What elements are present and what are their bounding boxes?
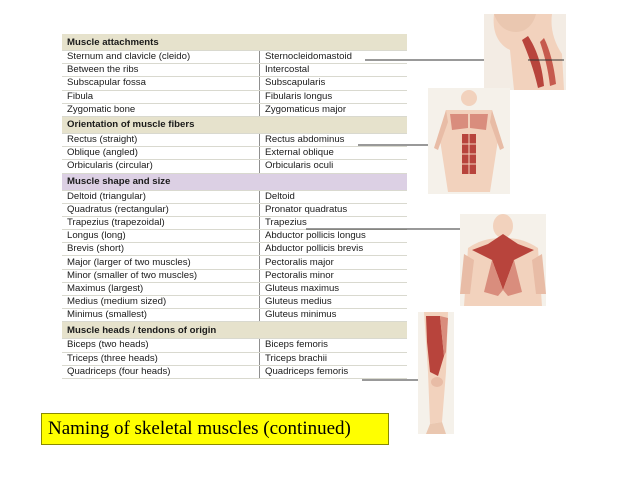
torso-illustration (428, 88, 510, 194)
muscle-example-cell: Pectoralis major (259, 255, 407, 270)
name-basis-cell: Sternum and clavicle (cleido) (62, 50, 260, 65)
table-row: Medius (medium sized)Gluteus medius (62, 295, 407, 310)
muscle-example-cell: Rectus abdominus (259, 133, 407, 148)
section-header: Muscle shape and size (62, 173, 407, 191)
name-basis-cell: Fibula (62, 90, 260, 104)
name-basis-cell: Oblique (angled) (62, 146, 260, 161)
trapezius-muscle (472, 234, 534, 290)
name-basis-cell: Subscapular fossa (62, 76, 260, 91)
muscle-example-cell: Zygomaticus major (259, 103, 407, 117)
name-basis-cell: Brevis (short) (62, 242, 260, 257)
name-basis-cell: Biceps (two heads) (62, 338, 260, 353)
table-row: Rectus (straight)Rectus abdominus (62, 133, 407, 148)
section-header: Orientation of muscle fibers (62, 116, 407, 134)
name-basis-cell: Between the ribs (62, 63, 260, 78)
muscle-example-cell: Quadriceps femoris (259, 365, 407, 379)
table-row: Minor (smaller of two muscles)Pectoralis… (62, 269, 407, 283)
table-row: Orbicularis (circular)Orbicularis oculi (62, 159, 407, 174)
name-basis-cell: Quadriceps (four heads) (62, 365, 260, 379)
name-basis-cell: Deltoid (triangular) (62, 190, 260, 204)
muscle-example-cell: Abductor pollicis longus (259, 229, 407, 244)
muscle-example-cell: Biceps femoris (259, 338, 407, 353)
section-title: Orientation of muscle fibers (62, 116, 407, 134)
muscle-example-cell: Triceps brachii (259, 352, 407, 366)
name-basis-cell: Triceps (three heads) (62, 352, 260, 366)
name-basis-cell: Maximus (largest) (62, 282, 260, 297)
quadriceps-muscle (426, 316, 444, 376)
table-row: Longus (long)Abductor pollicis longus (62, 229, 407, 244)
table-row: Major (larger of two muscles)Pectoralis … (62, 255, 407, 270)
table-row: Quadriceps (four heads)Quadriceps femori… (62, 365, 407, 379)
neck-illustration (484, 14, 566, 90)
muscle-example-cell: Gluteus maximus (259, 282, 407, 297)
name-basis-cell: Major (larger of two muscles) (62, 255, 260, 270)
section-header: Muscle attachments (62, 34, 407, 51)
section-title: Muscle heads / tendons of origin (62, 321, 407, 340)
table-row: Triceps (three heads)Triceps brachii (62, 352, 407, 366)
muscle-example-cell: Pectoralis minor (259, 269, 407, 283)
table-row: Oblique (angled)External oblique (62, 146, 407, 161)
name-basis-cell: Rectus (straight) (62, 133, 260, 148)
muscle-example-cell: Subscapularis (259, 76, 407, 91)
table-row: Quadratus (rectangular)Pronator quadratu… (62, 203, 407, 217)
muscle-example-cell: Intercostal (259, 63, 407, 78)
muscle-example-cell: Deltoid (259, 190, 407, 204)
muscle-example-cell: Gluteus minimus (259, 308, 407, 323)
section-title: Muscle attachments (62, 34, 407, 51)
table-row: Brevis (short)Abductor pollicis brevis (62, 242, 407, 257)
name-basis-cell: Trapezius (trapezoidal) (62, 216, 260, 231)
muscle-example-cell: Pronator quadratus (259, 203, 407, 217)
name-basis-cell: Zygomatic bone (62, 103, 260, 117)
section-header: Muscle heads / tendons of origin (62, 321, 407, 340)
muscle-example-cell: Abductor pollicis brevis (259, 242, 407, 257)
name-basis-cell: Longus (long) (62, 229, 260, 244)
muscle-example-cell: Fibularis longus (259, 90, 407, 104)
muscle-example-cell: Gluteus medius (259, 295, 407, 310)
muscle-example-cell: Orbicularis oculi (259, 159, 407, 174)
caption: Naming of skeletal muscles (continued) (41, 413, 389, 445)
table-row: Maximus (largest)Gluteus maximus (62, 282, 407, 297)
leg-illustration (418, 312, 454, 434)
name-basis-cell: Orbicularis (circular) (62, 159, 260, 174)
name-basis-cell: Quadratus (rectangular) (62, 203, 260, 217)
table-row: Trapezius (trapezoidal)Trapezius (62, 216, 407, 231)
muscle-example-cell: External oblique (259, 146, 407, 161)
table-row: Minimus (smallest)Gluteus minimus (62, 308, 407, 323)
table-row: Biceps (two heads)Biceps femoris (62, 338, 407, 353)
name-basis-cell: Medius (medium sized) (62, 295, 260, 310)
table-row: Deltoid (triangular)Deltoid (62, 190, 407, 204)
name-basis-cell: Minor (smaller of two muscles) (62, 269, 260, 283)
section-title: Muscle shape and size (62, 173, 407, 191)
sternocleidomastoid-muscle (522, 36, 544, 88)
name-basis-cell: Minimus (smallest) (62, 308, 260, 323)
back-illustration (460, 214, 546, 306)
